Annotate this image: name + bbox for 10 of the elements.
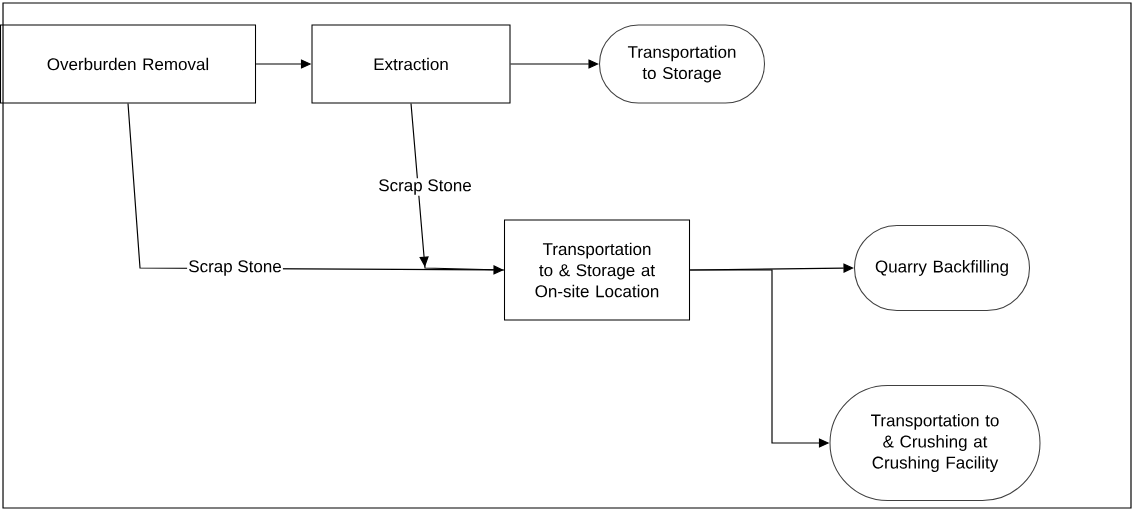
arrow bbox=[509, 59, 599, 69]
edge-label: Scrap Stone bbox=[187, 259, 283, 277]
process-box: Transportation to & Storage at On-site Location bbox=[503, 219, 691, 321]
edge-label: Scrap Stone bbox=[377, 178, 473, 196]
terminal-box: Transportation to & Crushing at Crushing Facility bbox=[829, 384, 1041, 501]
terminal-box: Quarry Backfilling bbox=[853, 224, 1031, 312]
arrow bbox=[410, 102, 505, 271]
process-box: Extraction bbox=[311, 24, 511, 104]
terminal-box: Transportation to Storage bbox=[598, 24, 766, 104]
process-box: Overburden Removal bbox=[0, 24, 257, 104]
